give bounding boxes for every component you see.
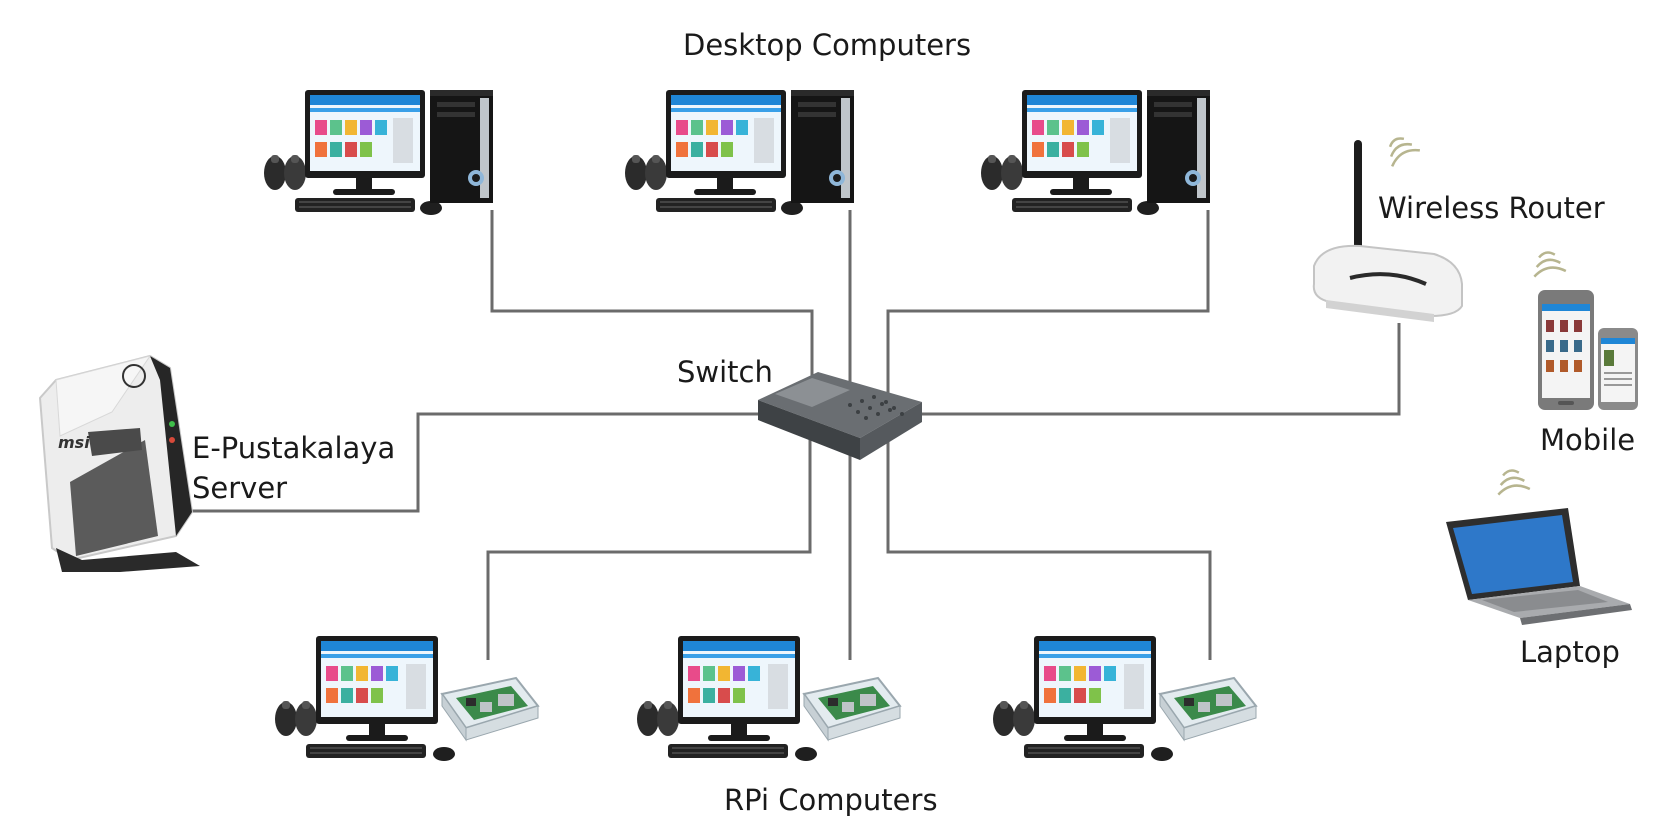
server-label-line1: E-Pustakalaya bbox=[192, 431, 396, 465]
smartphone-icon bbox=[1538, 290, 1638, 410]
laptop-icon bbox=[1446, 508, 1632, 625]
laptop-label: Laptop bbox=[1520, 635, 1620, 669]
wifi-waves-icon bbox=[1493, 466, 1532, 496]
wifi-waves-icon bbox=[1380, 130, 1422, 168]
desktop-computers-label: Desktop Computers bbox=[683, 28, 972, 62]
cable-desktop-3 bbox=[886, 210, 1210, 393]
mobile-label: Mobile bbox=[1540, 423, 1636, 457]
raspberry-pi-computer-icon bbox=[636, 635, 901, 762]
server-brand-logo: msi bbox=[58, 433, 90, 452]
raspberry-pi-computer-icon bbox=[992, 635, 1257, 762]
network-switch-icon bbox=[758, 372, 922, 460]
cable-router bbox=[920, 323, 1401, 416]
raspberry-pi-computer-icon bbox=[274, 635, 539, 762]
cable-desktop-1 bbox=[490, 210, 814, 393]
network-cables bbox=[190, 210, 1401, 660]
wireless-router-label: Wireless Router bbox=[1378, 191, 1605, 225]
desktop-computer-icon bbox=[625, 90, 854, 215]
desktop-computer-icon bbox=[981, 90, 1210, 215]
wireless-router-icon bbox=[1312, 140, 1463, 322]
wifi-waves-icon bbox=[1529, 248, 1568, 278]
mini-pc-server-icon: msi bbox=[38, 354, 200, 572]
desktop-computer-icon bbox=[264, 90, 493, 215]
cable-server bbox=[190, 412, 760, 513]
cable-rpi-1 bbox=[486, 437, 812, 660]
rpi-computers-label: RPi Computers bbox=[724, 783, 938, 817]
cable-rpi-3 bbox=[886, 437, 1212, 660]
server-label-line2: Server bbox=[192, 471, 288, 505]
switch-label: Switch bbox=[677, 355, 773, 389]
